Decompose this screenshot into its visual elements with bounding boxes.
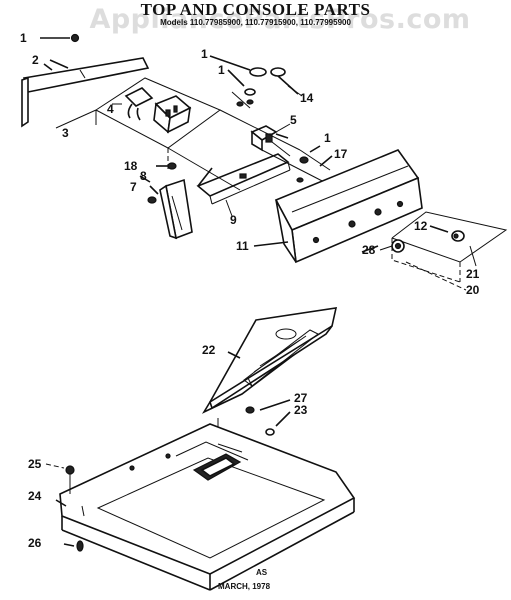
callout-1: 1	[324, 131, 331, 145]
callout-27: 27	[294, 391, 308, 405]
fasteners-part-27-and-23	[217, 399, 291, 440]
callout-8: 8	[140, 169, 147, 183]
back-panel-part-2	[21, 57, 150, 128]
callout-28: 28	[362, 243, 376, 257]
fasteners-part-25-and-26	[45, 463, 84, 552]
top-panel-part-24	[55, 423, 356, 591]
callout-17: 17	[334, 147, 348, 161]
leader-lines	[43, 63, 449, 253]
callout-21: 21	[466, 267, 480, 281]
callout-26: 26	[28, 536, 42, 550]
drafter-initials: AS	[256, 568, 268, 577]
callout-14: 14	[300, 91, 314, 105]
callout-1: 1	[20, 31, 27, 45]
callout-4: 4	[107, 102, 114, 116]
timer-assembly-part-3	[55, 77, 222, 170]
callout-1: 1	[201, 47, 208, 61]
callout-24: 24	[28, 489, 42, 503]
callout-5: 5	[290, 113, 297, 127]
callout-20: 20	[466, 283, 480, 297]
callout-12: 12	[414, 219, 428, 233]
screws-part-18-and-7	[147, 162, 177, 204]
screw-part-1-top-left	[40, 33, 80, 69]
endcap-part-8	[159, 178, 193, 240]
screws-part-1-and-14	[209, 55, 303, 109]
callout-11: 11	[236, 239, 249, 253]
callout-23: 23	[294, 403, 308, 417]
callout-18: 18	[124, 159, 138, 173]
console-panel-part-11	[253, 149, 423, 264]
callout-25: 25	[28, 457, 42, 471]
callout-1: 1	[218, 63, 225, 77]
callout-7: 7	[130, 180, 137, 194]
lint-filter-part-22	[201, 307, 338, 414]
diagram-date: MARCH, 1978	[218, 582, 271, 591]
diagram-title: TOP AND CONSOLE PARTS	[140, 0, 371, 19]
wiring-lines	[167, 109, 331, 191]
bracket-part-9	[196, 153, 291, 217]
callout-2: 2	[32, 53, 39, 67]
callout-22: 22	[202, 343, 216, 357]
knob-assembly-parts-12-28-21-20	[379, 211, 508, 291]
callout-9: 9	[230, 213, 237, 227]
callout-3: 3	[62, 126, 69, 140]
model-numbers: Models 110.77985900, 110.77915900, 110.7…	[160, 18, 351, 27]
